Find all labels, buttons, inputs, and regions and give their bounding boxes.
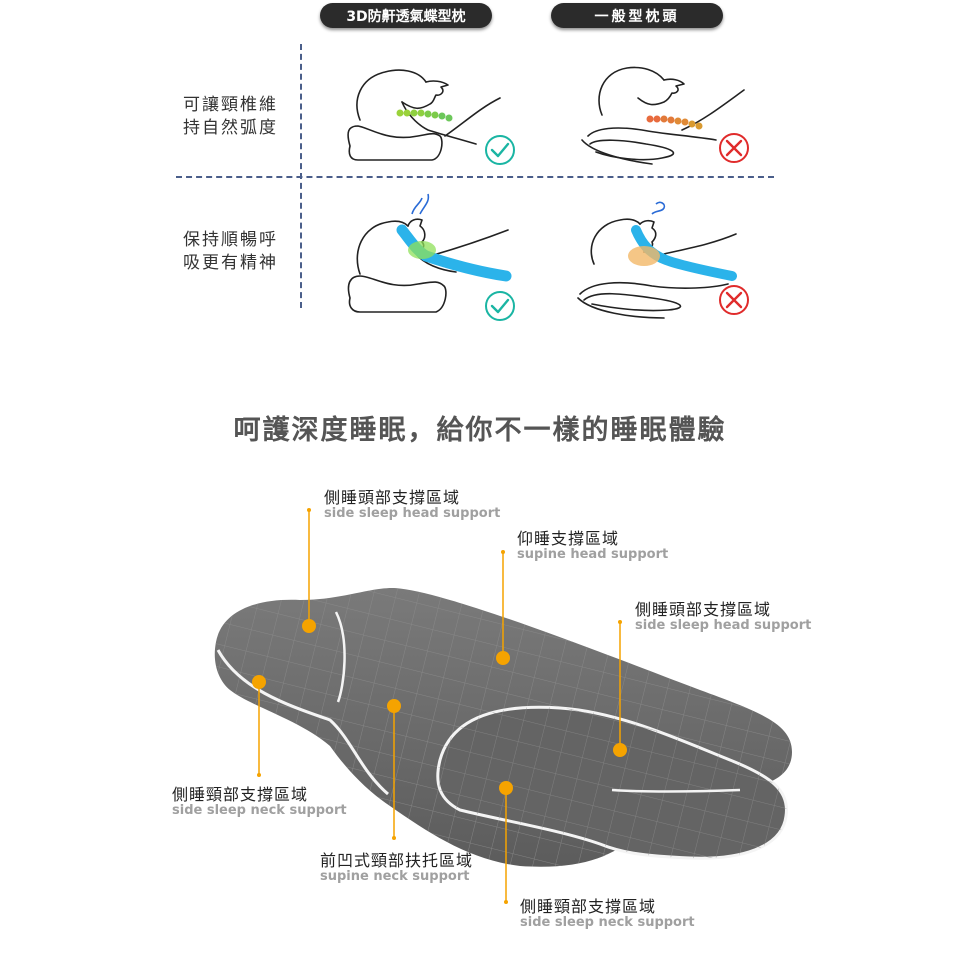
callout-zh: 側睡頭部支撐區域 — [324, 488, 461, 507]
callout-side-neck-2: 側睡頸部支撐區域 side sleep neck support — [520, 897, 695, 931]
callout-side-head-2: 側睡頭部支撐區域 side sleep head support — [635, 600, 812, 634]
callout-en: supine neck support — [320, 869, 470, 885]
row-label-spine-curve: 可讓頸椎維持自然弧度 — [183, 95, 278, 138]
normal-pillow-spine-illustration — [581, 66, 749, 165]
butterfly-pillow-diagram — [214, 508, 792, 904]
callout-supine-head: 仰睡支撐區域 supine head support — [517, 529, 669, 563]
cross-icon — [719, 133, 749, 163]
callout-zh: 前凹式頸部扶托區域 — [320, 851, 474, 870]
butterfly-pillow-breathing-illustration — [347, 193, 515, 321]
row-label-breathing: 保持順暢呼吸更有精神 — [183, 230, 278, 273]
callout-en: side sleep head support — [324, 506, 501, 522]
callout-side-neck-1: 側睡頸部支撐區域 side sleep neck support — [172, 785, 347, 819]
callout-side-head-1: 側睡頭部支撐區域 side sleep head support — [324, 488, 501, 522]
check-icon — [485, 291, 515, 321]
tab-normal-pillow: 一般型枕頭 — [551, 3, 723, 28]
callout-en: side sleep head support — [635, 618, 812, 634]
callout-zh: 側睡頸部支撐區域 — [520, 897, 657, 916]
horizontal-divider — [176, 176, 774, 178]
butterfly-pillow-spine-illustration — [347, 69, 515, 165]
callout-en: supine head support — [517, 547, 669, 563]
headline: 呵護深度睡眠，給你不一樣的睡眠體驗 — [233, 415, 727, 446]
cross-icon — [719, 285, 749, 315]
callout-supine-neck: 前凹式頸部扶托區域 supine neck support — [320, 851, 474, 885]
normal-pillow-breathing-illustration — [577, 201, 749, 319]
callout-en: side sleep neck support — [172, 803, 347, 819]
tab-3d-butterfly-pillow: 3D防鼾透氣蝶型枕 — [320, 3, 492, 28]
callout-en: side sleep neck support — [520, 915, 695, 931]
check-icon — [485, 135, 515, 165]
callout-zh: 側睡頭部支撐區域 — [635, 600, 772, 619]
callout-zh: 仰睡支撐區域 — [517, 529, 620, 548]
callout-zh: 側睡頸部支撐區域 — [172, 785, 309, 804]
